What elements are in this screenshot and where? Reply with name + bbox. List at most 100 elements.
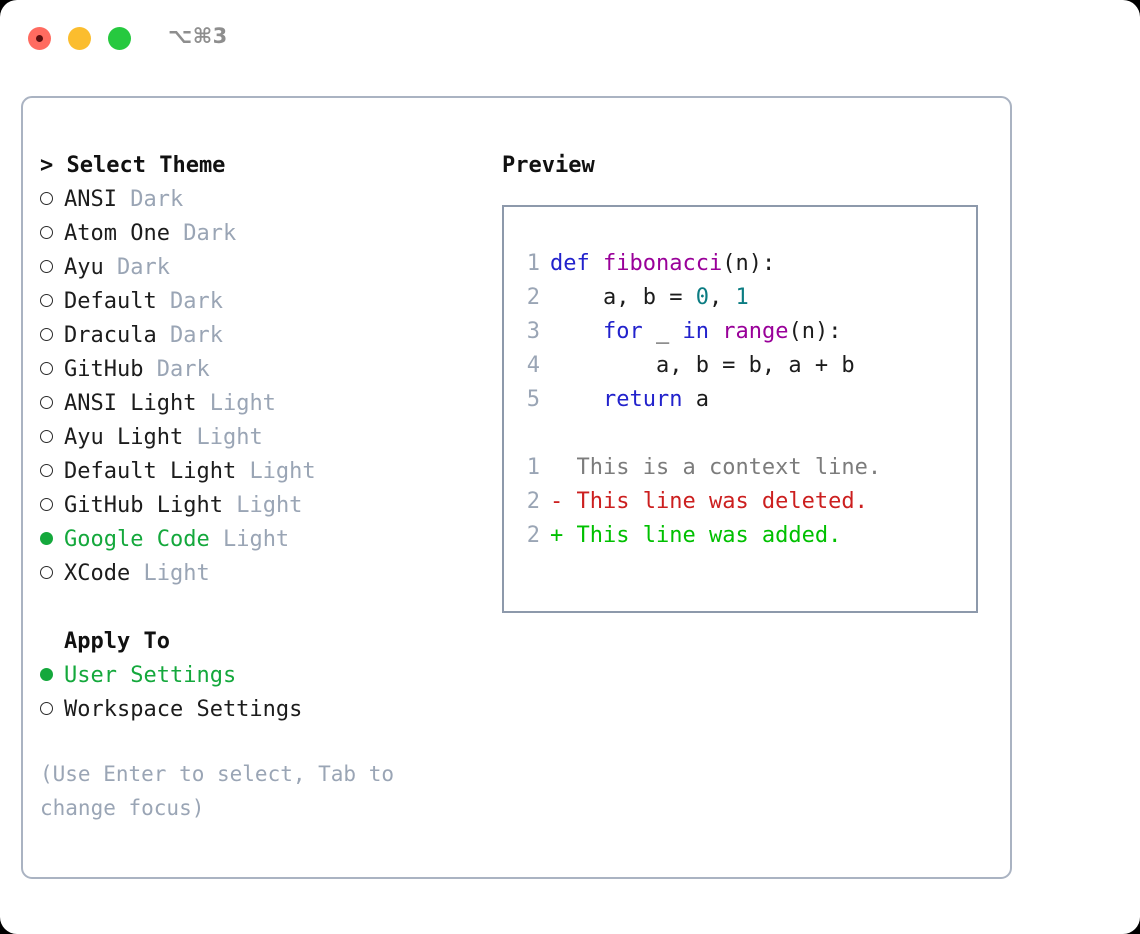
code-token-plain: a xyxy=(682,387,709,412)
title-bar: ⌥⌘3 xyxy=(0,0,1140,78)
code-line: 3 for _ in range(n): xyxy=(518,315,972,349)
theme-option-label: GitHub xyxy=(64,357,144,382)
select-theme-header: > Select Theme xyxy=(40,153,226,178)
diff-sample: 1 This is a context line.2- This line wa… xyxy=(518,451,972,553)
theme-option-dracula[interactable]: Dracula Dark xyxy=(40,319,470,353)
radio-unselected-icon xyxy=(40,429,53,443)
radio-unselected-icon xyxy=(40,327,53,341)
theme-option-label: GitHub Light xyxy=(64,493,223,518)
theme-option-label: Dracula xyxy=(64,323,157,348)
diff-text: This is a context line. xyxy=(576,455,882,480)
line-number: 3 xyxy=(526,319,540,344)
theme-option-label: Default xyxy=(64,289,157,314)
code-token-plain: a, b = xyxy=(550,285,696,310)
theme-option-label: Default Light xyxy=(64,459,237,484)
line-number: 2 xyxy=(526,523,540,548)
radio-unselected-icon xyxy=(40,565,53,579)
code-token-plain: _ xyxy=(642,319,683,344)
code-token-kw: def xyxy=(550,251,603,276)
theme-option-tag: Light xyxy=(209,391,276,416)
theme-option-default-light[interactable]: Default Light Light xyxy=(40,455,470,489)
window-title: ⌥⌘3 xyxy=(168,24,228,48)
diff-marker xyxy=(550,455,577,480)
code-token-plain: (n): xyxy=(722,251,776,276)
diff-line: 1 This is a context line. xyxy=(518,451,972,485)
theme-option-ansi[interactable]: ANSI Dark xyxy=(40,183,470,217)
code-token-num: 1 xyxy=(735,285,749,310)
apply-to-option-workspace-settings[interactable]: Workspace Settings xyxy=(40,693,470,727)
apply-to-option-label: Workspace Settings xyxy=(64,697,303,722)
radio-unselected-icon xyxy=(40,225,53,239)
theme-option-xcode[interactable]: XCode Light xyxy=(40,557,470,591)
line-number: 1 xyxy=(526,251,540,276)
theme-option-tag: Light xyxy=(143,561,210,586)
diff-line: 2 + This line was added. xyxy=(518,519,972,553)
theme-option-label: Google Code xyxy=(64,527,210,552)
theme-option-label: Atom One xyxy=(64,221,170,246)
code-token-num: 0 xyxy=(695,285,709,310)
keyboard-hint-text: (Use Enter to select, Tab to change focu… xyxy=(40,762,407,820)
close-window-button[interactable] xyxy=(28,27,51,50)
theme-option-google-code[interactable]: Google Code Light xyxy=(40,523,470,557)
theme-option-ayu[interactable]: Ayu Dark xyxy=(40,251,470,285)
diff-marker: - xyxy=(550,489,577,514)
theme-option-ayu-light[interactable]: Ayu Light Light xyxy=(40,421,470,455)
diff-text: This line was deleted. xyxy=(576,489,868,514)
code-token-plain xyxy=(709,319,722,344)
group-spacer xyxy=(40,591,470,625)
code-token-plain: (n): xyxy=(788,319,842,344)
code-token-plain xyxy=(550,319,603,344)
code-line: 1 def fibonacci(n): xyxy=(518,247,972,281)
apply-to-option-label: User Settings xyxy=(64,663,237,688)
theme-option-atom-one[interactable]: Atom One Dark xyxy=(40,217,470,251)
theme-option-github-light[interactable]: GitHub Light Light xyxy=(40,489,470,523)
theme-option-tag: Dark xyxy=(183,221,237,246)
theme-option-tag: Dark xyxy=(156,357,210,382)
code-token-kw: in xyxy=(682,319,709,344)
theme-option-tag: Light xyxy=(196,425,263,450)
diff-marker: + xyxy=(550,523,577,548)
diff-text: This line was added. xyxy=(576,523,842,548)
line-number: 4 xyxy=(526,353,540,378)
line-number: 1 xyxy=(526,455,540,480)
theme-option-label: XCode xyxy=(64,561,131,586)
preview-header: Preview xyxy=(502,153,595,178)
code-token-kw: for xyxy=(602,319,643,344)
theme-option-tag: Light xyxy=(236,493,303,518)
code-line: 4 a, b = b, a + b xyxy=(518,349,972,383)
code-token-fn: fibonacci xyxy=(602,251,723,276)
theme-option-tag: Dark xyxy=(130,187,184,212)
code-line: 5 return a xyxy=(518,383,972,417)
code-token-plain: , xyxy=(708,285,736,310)
radio-selected-icon xyxy=(40,531,53,545)
theme-option-ansi-light[interactable]: ANSI Light Light xyxy=(40,387,470,421)
radio-unselected-icon xyxy=(40,701,53,715)
theme-option-label: Ayu xyxy=(64,255,104,280)
theme-option-label: ANSI xyxy=(64,187,117,212)
code-token-plain xyxy=(550,387,603,412)
minimize-window-button[interactable] xyxy=(68,27,91,50)
radio-unselected-icon xyxy=(40,191,53,205)
code-token-fn: range xyxy=(722,319,789,344)
radio-unselected-icon xyxy=(40,497,53,511)
apply-to-header: Apply To xyxy=(64,629,170,654)
theme-option-github[interactable]: GitHub Dark xyxy=(40,353,470,387)
code-line: 2 a, b = 0, 1 xyxy=(518,281,972,315)
apply-to-option-user-settings[interactable]: User Settings xyxy=(40,659,470,693)
radio-unselected-icon xyxy=(40,293,53,307)
radio-selected-icon xyxy=(40,667,53,681)
theme-option-label: Ayu Light xyxy=(64,425,184,450)
diff-line: 2- This line was deleted. xyxy=(518,485,972,519)
radio-unselected-icon xyxy=(40,259,53,273)
radio-unselected-icon xyxy=(40,395,53,409)
maximize-window-button[interactable] xyxy=(108,27,131,50)
line-number: 5 xyxy=(526,387,540,412)
theme-option-tag: Dark xyxy=(117,255,170,280)
theme-option-default[interactable]: Default Dark xyxy=(40,285,470,319)
code-token-kw: return xyxy=(602,387,683,412)
